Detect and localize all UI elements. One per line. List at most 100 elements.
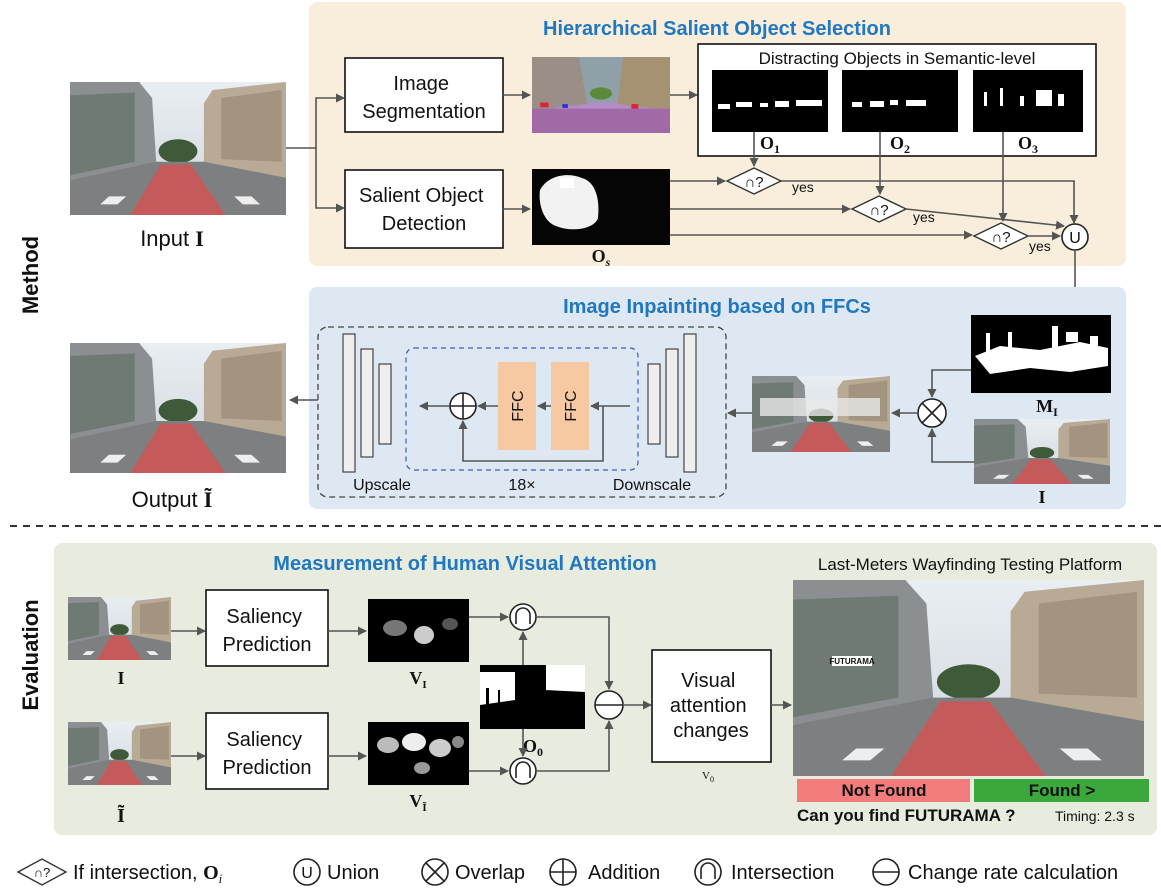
legend-intersection: Intersection — [731, 862, 834, 884]
o3-label: O3 — [1018, 133, 1038, 156]
downscale-label: Downscale — [613, 477, 691, 494]
saliency-box-2 — [205, 712, 329, 790]
v0-label: V0 — [702, 770, 714, 784]
union-node: U — [1061, 223, 1089, 251]
v1-label: VI — [409, 668, 426, 691]
arrow-d2-union — [905, 208, 1065, 230]
inpaint-mask-image — [971, 315, 1111, 393]
input-label: Input I — [140, 226, 204, 251]
inpainting-title: Image Inpainting based on FFCs — [563, 296, 871, 318]
output-label: Output Ĩ — [132, 487, 213, 512]
legend-overlap: Overlap — [455, 862, 525, 884]
intersection-node-2 — [509, 757, 537, 785]
salient-mask-image — [532, 169, 670, 245]
svg-text:FFC: FFC — [510, 390, 527, 421]
intersection-node-1 — [509, 603, 537, 631]
legend-addition: Addition — [588, 862, 660, 884]
salient-detection-box — [344, 169, 504, 249]
output-image — [70, 343, 286, 473]
yes-label-1: yes — [792, 179, 814, 195]
found-button[interactable]: Found > — [974, 779, 1149, 802]
arrow-mask-overlap — [927, 369, 971, 398]
v2-label: VĨ — [409, 791, 426, 814]
legend-overlap-icon — [421, 858, 449, 886]
ffc-block-2: FFC — [551, 362, 589, 450]
arrow-i1-change — [536, 616, 614, 690]
svg-text:∩?: ∩? — [34, 865, 51, 880]
visual-attention-box — [651, 649, 772, 763]
segmentation-image — [532, 57, 670, 133]
arrow-i-overlap — [927, 428, 974, 463]
platform-timing: Timing: 2.3 s — [1055, 808, 1135, 824]
eval-i-tilde-label: Ĩ — [117, 804, 125, 827]
ffc-repeat-box — [405, 347, 639, 471]
distract-mask-o2 — [842, 70, 958, 132]
inpaint-input-image — [974, 419, 1110, 484]
o0-mask-image — [480, 665, 585, 729]
intersect-diamond-1: ∩? — [725, 167, 783, 195]
distracting-title: Distracting Objects in Semantic-level — [759, 49, 1036, 68]
selection-title: Hierarchical Salient Object Selection — [543, 18, 891, 40]
legend-union-icon: U — [293, 858, 321, 886]
upscale-layers — [342, 333, 392, 473]
eval-input-image — [68, 597, 171, 660]
change-rate-node — [594, 690, 624, 720]
arrow-input-split — [286, 93, 345, 149]
svg-text:∩?: ∩? — [991, 229, 1010, 246]
image-segmentation-label: Image Segmentation — [362, 73, 485, 123]
upscale-label: Upscale — [353, 477, 411, 494]
eval-output-image — [68, 722, 171, 785]
legend-change-rate: Change rate calculation — [908, 862, 1118, 884]
v2-heatmap — [368, 722, 469, 785]
arrow-d1-union — [781, 180, 1079, 224]
svg-text:∩?: ∩? — [869, 202, 888, 219]
overlap-node — [917, 398, 947, 428]
repeat-label: 18× — [508, 477, 535, 494]
svg-text:FFC: FFC — [563, 390, 580, 421]
platform-screenshot: FUTURAMA — [793, 580, 1144, 776]
svg-text:Not Found: Not Found — [842, 781, 927, 800]
distract-mask-o3 — [973, 70, 1083, 132]
yes-label-2: yes — [913, 209, 935, 225]
os-label: Os — [592, 246, 611, 269]
platform-question: Can you find FUTURAMA ? — [797, 806, 1015, 825]
inpainting-network-box — [317, 326, 727, 498]
intersect-diamond-2: ∩? — [850, 195, 908, 223]
arrow-skip — [458, 406, 604, 462]
eval-i-label: I — [117, 668, 124, 688]
o2-label: O2 — [890, 133, 910, 156]
mask-label: MI — [1036, 396, 1058, 419]
evaluation-section-label: Evaluation — [18, 599, 43, 710]
salient-detection-label: Salient Object Detection — [359, 185, 489, 235]
downscale-layers — [647, 333, 697, 473]
ffc-block-1: FFC — [498, 362, 536, 450]
visual-attention-label: Visual attention changes — [670, 670, 752, 742]
legend-intersection-icon — [694, 858, 722, 886]
legend-union: Union — [327, 862, 379, 884]
input-image — [70, 82, 286, 215]
arrow-i2-change — [536, 720, 614, 772]
svg-text:∩?: ∩? — [744, 174, 763, 191]
svg-text:U: U — [301, 865, 313, 882]
legend-intersection-diamond: ∩? — [16, 858, 68, 886]
v1-heatmap — [368, 599, 469, 662]
legend-addition-icon — [549, 858, 577, 886]
platform-title: Last-Meters Wayfinding Testing Platform — [818, 555, 1122, 574]
attention-title: Measurement of Human Visual Attention — [273, 553, 656, 575]
legend-if-intersection: If intersection, Oi — [73, 862, 223, 886]
arrow-input-detect — [315, 148, 345, 213]
saliency-label-1: Saliency Prediction — [223, 606, 312, 656]
o1-label: O1 — [760, 133, 780, 156]
masked-image — [752, 376, 890, 452]
svg-text:U: U — [1069, 230, 1081, 247]
legend-change-rate-icon — [872, 858, 900, 886]
saliency-label-2: Saliency Prediction — [223, 729, 312, 779]
inpaint-i-label: I — [1038, 487, 1045, 507]
svg-text:FUTURAMA: FUTURAMA — [829, 657, 875, 666]
saliency-box-1 — [205, 589, 329, 667]
svg-text:Found >: Found > — [1029, 781, 1096, 800]
method-section-label: Method — [18, 236, 43, 314]
addition-node — [449, 392, 477, 420]
not-found-button[interactable]: Not Found — [797, 779, 970, 802]
image-segmentation-box — [344, 57, 504, 133]
